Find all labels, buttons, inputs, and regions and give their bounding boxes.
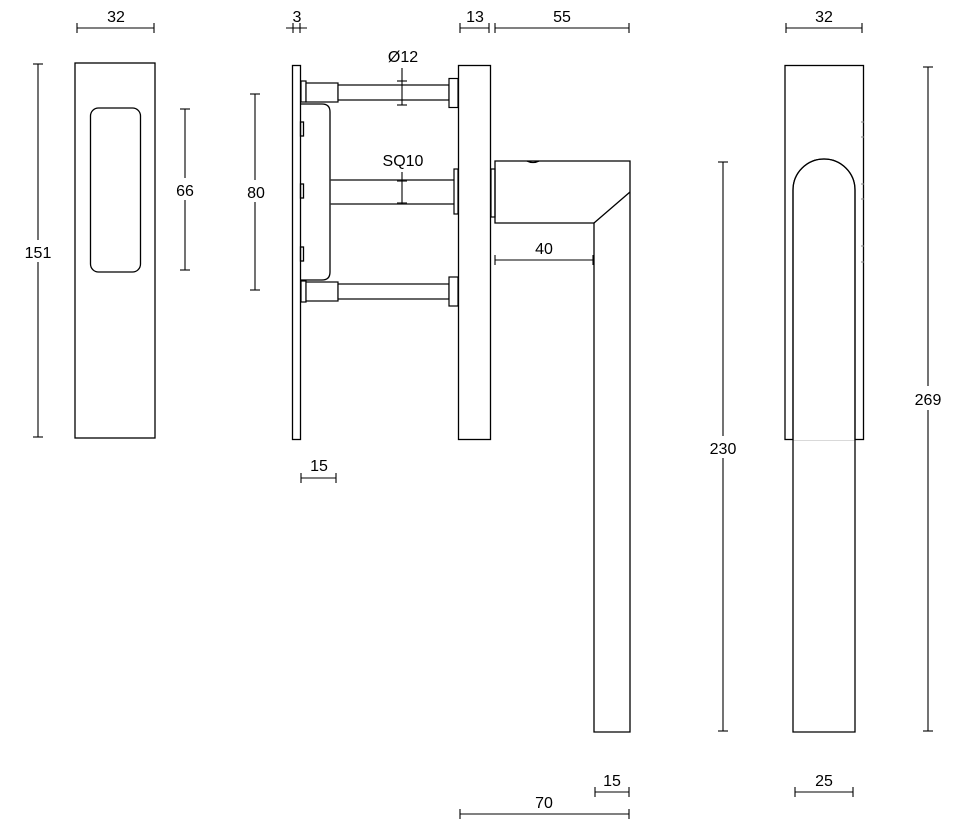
lever-front-outline — [792, 158, 856, 733]
dimension-overall-269: 269 — [915, 66, 942, 732]
rose-outline — [74, 62, 156, 439]
dimension-recess-66: 66 — [176, 108, 194, 271]
side-section-view: SQ10 Ø12 3 13 80 — [247, 9, 492, 483]
label-rose-thickness: 13 — [466, 9, 484, 26]
dimension-depth-15: 15 — [300, 458, 337, 483]
label-front-width: 32 — [815, 9, 833, 26]
dimension-plate-3: 3 — [286, 9, 307, 33]
dimension-rose-13: 13 — [459, 9, 490, 33]
label-screw-spacing: 80 — [247, 185, 265, 202]
label-overall-depth: 70 — [535, 795, 553, 812]
dimension-thickness-15: 15 — [594, 773, 630, 797]
inner-plate — [291, 64, 302, 441]
inner-body — [301, 103, 331, 281]
dimension-front-width-32: 32 — [785, 9, 863, 33]
label-lever-length: 230 — [710, 441, 737, 458]
dimension-reach-40: 40 — [494, 241, 594, 265]
handle-side-view: 55 40 230 15 70 — [459, 9, 737, 819]
label-projection: 55 — [553, 9, 571, 26]
handle-front-view: 32 269 25 — [784, 9, 942, 797]
label-overall-height: 269 — [915, 392, 942, 409]
grip-recess — [89, 107, 142, 273]
label-height: 151 — [25, 245, 52, 262]
lever-outline — [494, 160, 631, 733]
label-inner-reach: 40 — [535, 241, 553, 258]
dimension-overall-70: 70 — [459, 795, 630, 819]
label-plate-thickness: 3 — [293, 9, 302, 26]
dimension-lever-width-25: 25 — [794, 773, 854, 797]
dimension-projection-55: 55 — [494, 9, 630, 33]
outer-rose-plate — [457, 64, 492, 441]
dimension-length-230: 230 — [710, 161, 737, 732]
label-lever-width: 25 — [815, 773, 833, 790]
label-screw-diameter: Ø12 — [388, 49, 418, 66]
dimension-width-32: 32 — [76, 9, 155, 33]
label-spindle: SQ10 — [383, 153, 424, 170]
label-lever-thickness: 15 — [603, 773, 621, 790]
label-recess-height: 66 — [176, 183, 194, 200]
dimension-screw-diameter: Ø12 — [388, 49, 418, 106]
top-screw — [300, 77, 459, 109]
label-width: 32 — [107, 9, 125, 26]
front-rose-view: 32 151 66 — [25, 9, 194, 439]
label-inner-depth: 15 — [310, 458, 328, 475]
bottom-screw — [300, 276, 459, 307]
spindle-sq10: SQ10 — [330, 153, 459, 215]
dimension-spacing-80: 80 — [247, 93, 265, 291]
dimension-height-151: 151 — [25, 63, 52, 438]
